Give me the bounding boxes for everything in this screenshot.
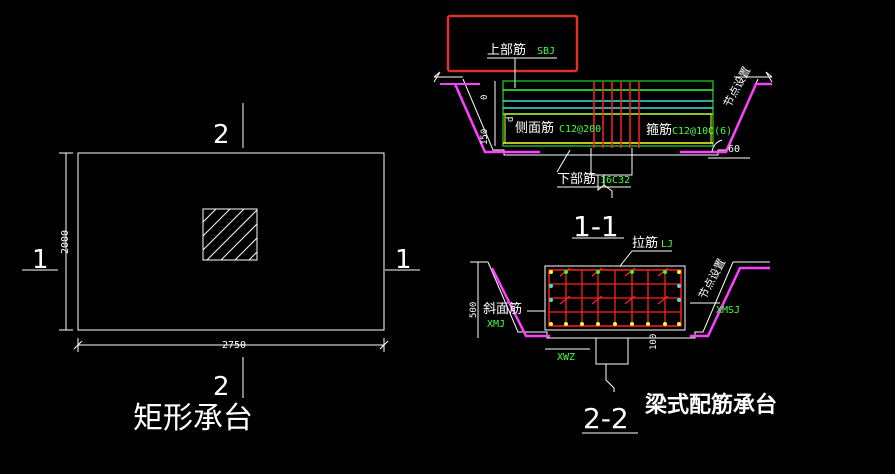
dim-100: 100 xyxy=(649,334,659,350)
bottom-bar-label: 下部筋 xyxy=(557,171,596,187)
side-bar-spec: C12@200 xyxy=(559,124,601,135)
highlight-box xyxy=(446,14,579,73)
angle-60: 60 xyxy=(728,144,740,155)
side-bar-label: 侧面筋 xyxy=(515,120,554,136)
slant-bar-code: XMJ xyxy=(487,319,505,330)
section-2-2-label: 2-2 xyxy=(583,402,629,435)
dim-d: d xyxy=(506,117,516,122)
top-bar-label: 上部筋 xyxy=(487,42,526,58)
plan-view: 2 2 1 1 2750 2000 矩形承台 xyxy=(22,103,420,436)
stirrup-label: 箍筋 xyxy=(646,122,672,138)
dim-150: 150 xyxy=(480,129,490,145)
rebar-dots xyxy=(549,270,681,326)
dim-height: 2000 xyxy=(59,152,73,331)
tie-bar-label: 拉筋 xyxy=(632,235,658,251)
column-hatch xyxy=(202,208,258,261)
caption: 梁式配筋承台 xyxy=(644,392,777,418)
section-mark-right: 1 xyxy=(395,245,412,275)
bottom-bar-spec: 16C32 xyxy=(600,175,630,186)
trench-outline xyxy=(462,78,759,156)
dim-height-text: 2000 xyxy=(60,230,71,254)
slant-bar-label: 斜面筋 xyxy=(483,301,522,317)
stirrups-1-1 xyxy=(593,82,640,148)
section-1-1-label: 1-1 xyxy=(573,210,619,243)
cap-body-2-2 xyxy=(544,265,686,331)
stirrup-spec: C12@100(6) xyxy=(672,126,732,137)
dim-width: 2750 xyxy=(73,338,389,352)
right-code: XMSJ xyxy=(716,305,740,316)
plan-title: 矩形承台 xyxy=(133,401,253,436)
tie-bar-code: LJ xyxy=(661,239,673,250)
dim-500: 500 xyxy=(469,302,479,318)
dim-zero: 0 xyxy=(480,95,490,100)
bottom-code: XWZ xyxy=(557,352,575,363)
section-mark-bottom: 2 xyxy=(213,372,230,402)
rebar-grid-2-2 xyxy=(549,267,681,326)
section-mark-top: 2 xyxy=(213,120,230,150)
top-bar-code: SBJ xyxy=(537,46,555,57)
section-mark-left: 1 xyxy=(32,245,49,275)
section-2-2: 拉筋 LJ xyxy=(469,235,777,435)
dim-width-text: 2750 xyxy=(222,340,246,351)
pile-cap-outline xyxy=(77,152,385,331)
node-setting-2: 节点设置 xyxy=(696,256,728,301)
section-1-1: 上部筋 SBJ xyxy=(433,14,773,243)
